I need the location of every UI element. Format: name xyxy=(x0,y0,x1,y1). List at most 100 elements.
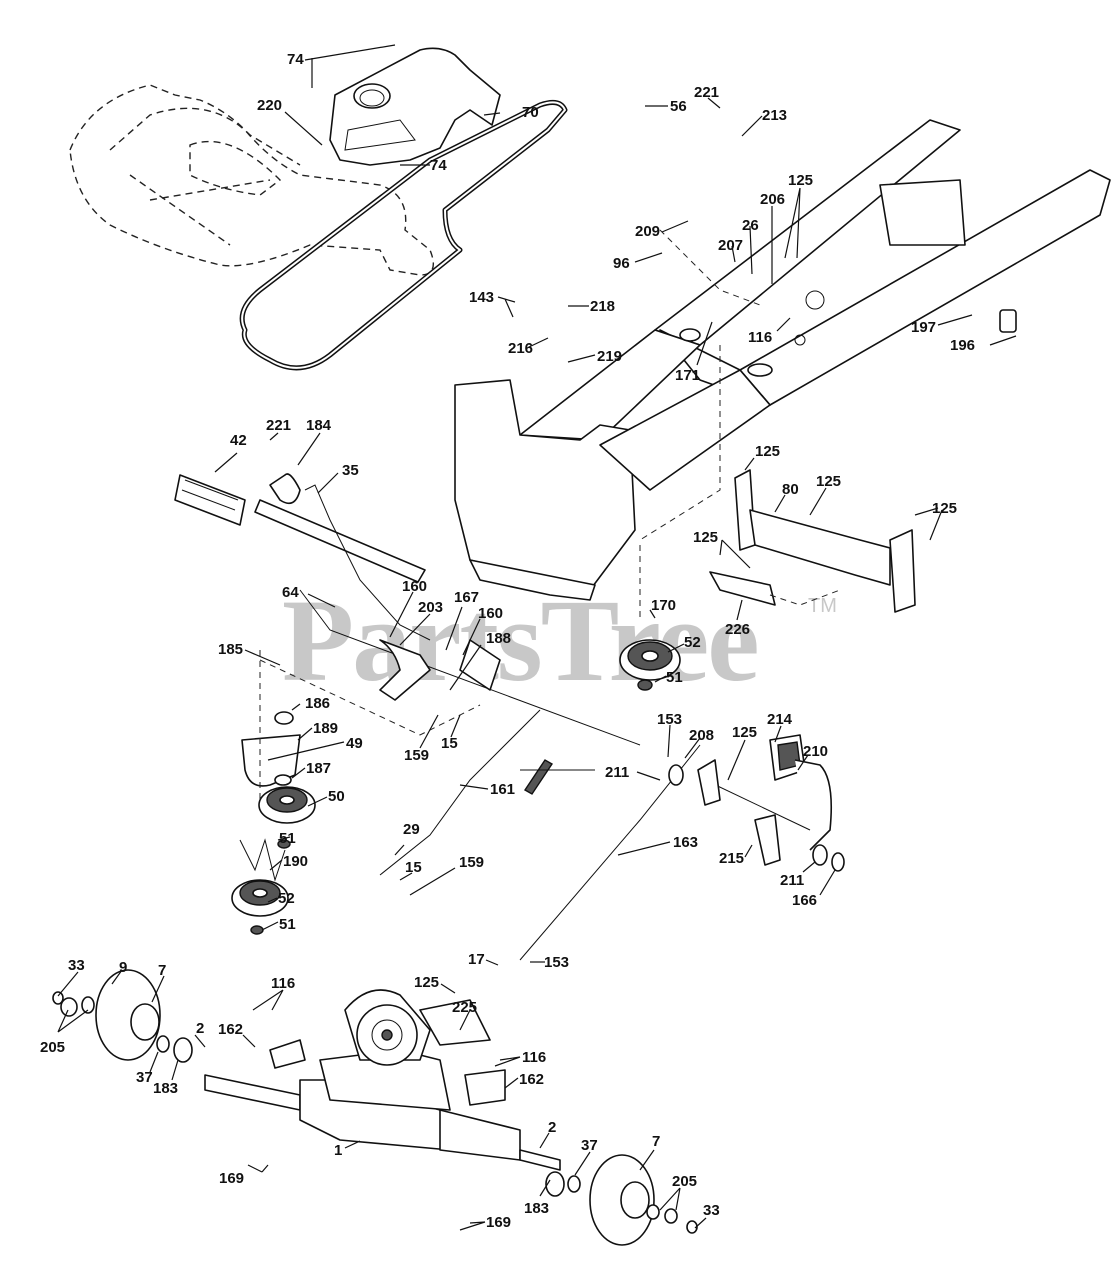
callout-206: 206 xyxy=(760,191,785,208)
callout-125-mid: 125 xyxy=(816,473,841,490)
callout-51-mid: 51 xyxy=(279,830,296,847)
callout-125-bracket: 125 xyxy=(755,443,780,460)
idler-arm-assembly xyxy=(231,711,316,935)
callout-125-right: 125 xyxy=(932,500,957,517)
callout-214: 214 xyxy=(767,711,793,728)
callout-190: 190 xyxy=(283,853,308,870)
callout-205: 205 xyxy=(40,1039,65,1056)
callout-2-right: 2 xyxy=(548,1119,556,1136)
callout-221-lower: 221 xyxy=(266,417,291,434)
callout-208: 208 xyxy=(689,727,714,744)
callout-196: 196 xyxy=(950,337,975,354)
left-wheel-hub xyxy=(52,969,193,1063)
callout-183: 183 xyxy=(153,1080,178,1097)
callout-15-lower: 15 xyxy=(405,859,422,876)
callout-51-lower: 51 xyxy=(279,916,296,933)
callout-37: 37 xyxy=(136,1069,153,1086)
callout-33: 33 xyxy=(68,957,85,974)
callout-167: 167 xyxy=(454,589,479,606)
callout-170: 170 xyxy=(651,597,676,614)
callout-26: 26 xyxy=(742,217,759,234)
callout-160-right: 160 xyxy=(478,605,503,622)
callout-1: 1 xyxy=(334,1142,342,1159)
callout-161: 161 xyxy=(490,781,515,798)
callout-52-upper: 52 xyxy=(684,634,701,651)
callout-9: 9 xyxy=(119,959,127,976)
callout-7-right: 7 xyxy=(652,1133,660,1150)
watermark: PartsTree TM xyxy=(282,575,837,706)
callout-116: 116 xyxy=(748,329,772,346)
callouts: 74 220 70 74 56 221 213 125 206 26 207 2… xyxy=(40,44,1017,1231)
callout-96: 96 xyxy=(613,255,630,272)
callout-221: 221 xyxy=(694,84,719,101)
callout-153-lower: 153 xyxy=(544,954,569,971)
callout-218: 218 xyxy=(590,298,615,315)
callout-125-pedal: 125 xyxy=(732,724,757,741)
callout-125-transaxle: 125 xyxy=(414,974,439,991)
callout-219: 219 xyxy=(597,348,622,365)
callout-186: 186 xyxy=(305,695,330,712)
callout-171: 171 xyxy=(675,367,700,384)
callout-125-lower: 125 xyxy=(693,529,718,546)
transaxle-assembly xyxy=(204,989,561,1171)
lift-shaft xyxy=(299,589,641,746)
callout-169-right: 169 xyxy=(486,1214,511,1231)
callout-116-left: 116 xyxy=(271,975,295,992)
watermark-text: PartsTree xyxy=(282,575,758,706)
callout-52-lower: 52 xyxy=(278,890,295,907)
callout-162-right: 162 xyxy=(519,1071,544,1088)
callout-226: 226 xyxy=(725,621,750,638)
callout-116-right: 116 xyxy=(522,1049,546,1066)
callout-210: 210 xyxy=(803,743,828,760)
callout-162: 162 xyxy=(218,1021,243,1038)
callout-49: 49 xyxy=(346,735,363,752)
chassis-frame xyxy=(454,119,1111,601)
callout-35: 35 xyxy=(342,462,359,479)
callout-159: 159 xyxy=(404,747,429,764)
callout-74-lower: 74 xyxy=(430,157,447,174)
callout-2: 2 xyxy=(196,1020,204,1037)
callout-125-top: 125 xyxy=(788,172,813,189)
callout-211: 211 xyxy=(605,764,629,781)
drive-belt xyxy=(239,99,568,371)
callout-15: 15 xyxy=(441,735,458,752)
lift-handle xyxy=(174,473,431,641)
right-wheel-hub xyxy=(545,1154,698,1246)
callout-203: 203 xyxy=(418,599,443,616)
callout-183-right: 183 xyxy=(524,1200,549,1217)
callout-184: 184 xyxy=(306,417,332,434)
idler-pulley-upper xyxy=(619,639,681,691)
callout-64: 64 xyxy=(282,584,299,601)
callout-29: 29 xyxy=(403,821,420,838)
watermark-trademark: TM xyxy=(808,595,837,617)
callout-51-upper: 51 xyxy=(666,669,683,686)
callout-50: 50 xyxy=(328,788,345,805)
callout-163: 163 xyxy=(673,834,698,851)
phantom-fender-outline xyxy=(69,84,434,276)
callout-80: 80 xyxy=(782,481,799,498)
callout-7: 7 xyxy=(158,962,166,979)
callout-56: 56 xyxy=(670,98,687,115)
callout-215: 215 xyxy=(719,850,744,867)
callout-42: 42 xyxy=(230,432,247,449)
callout-188: 188 xyxy=(486,630,511,647)
callout-216: 216 xyxy=(508,340,533,357)
rear-bracket xyxy=(709,469,916,613)
callout-153: 153 xyxy=(657,711,682,728)
pedal-assembly xyxy=(668,734,845,872)
callout-197: 197 xyxy=(911,319,936,336)
callout-185: 185 xyxy=(218,641,243,658)
callout-225: 225 xyxy=(452,999,477,1016)
callout-166: 166 xyxy=(792,892,817,909)
callout-213: 213 xyxy=(762,107,787,124)
callout-169: 169 xyxy=(219,1170,244,1187)
callout-209: 209 xyxy=(635,223,660,240)
callout-74: 74 xyxy=(287,51,304,68)
callout-70: 70 xyxy=(522,104,539,121)
callout-37-right: 37 xyxy=(581,1137,598,1154)
callout-33-right: 33 xyxy=(703,1202,720,1219)
callout-143: 143 xyxy=(469,289,494,306)
callout-220: 220 xyxy=(257,97,282,114)
callout-159-lower: 159 xyxy=(459,854,484,871)
